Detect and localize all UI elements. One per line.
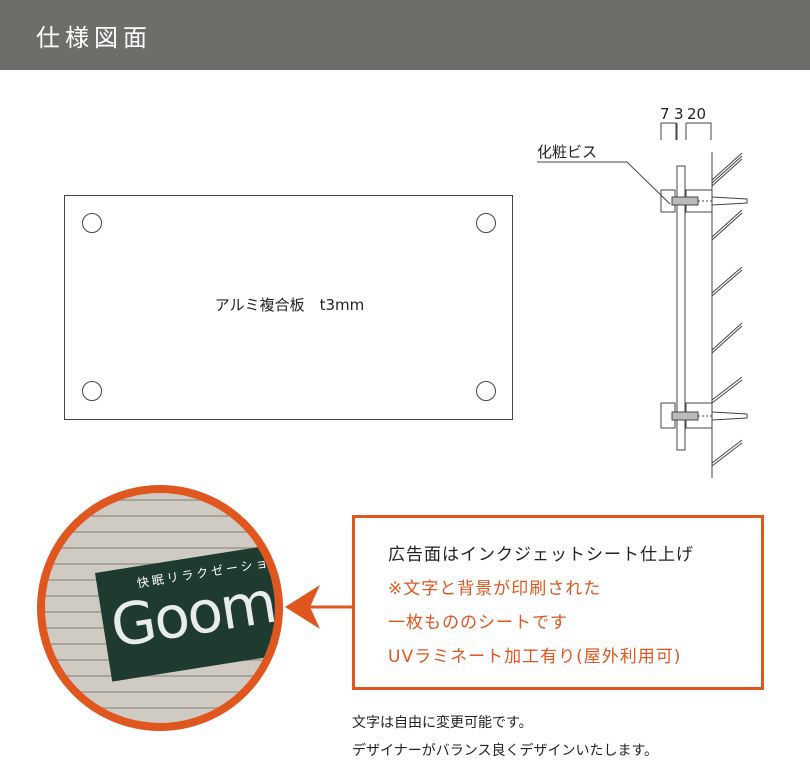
screw-hole: [82, 381, 102, 401]
note-line: 文字は自由に変更可能です。: [352, 715, 533, 731]
note-line: デザイナーがバランス良くデザインいたします。: [352, 743, 659, 759]
screw-hole: [476, 381, 496, 401]
page-title: 仕様図面: [36, 24, 152, 52]
callout-line: ※文字と背景が印刷された: [388, 579, 602, 599]
callout-line: 一枚もののシートです: [388, 613, 568, 633]
header-bar: 仕様図面: [0, 0, 810, 70]
dim-7: 7: [660, 105, 670, 123]
dim-3: 3: [674, 105, 684, 123]
side-view-diagram: 7 3 20 化粧ビス: [537, 105, 748, 478]
sign-panel: 快眠リラクゼーション Goomin: [95, 532, 275, 682]
screw-hole: [82, 213, 102, 233]
front-view-plate: アルミ複合板 t3mm: [64, 195, 513, 420]
material-label: アルミ複合板 t3mm: [214, 296, 365, 314]
callout-box: 広告面はインクジェットシート仕上げ ※文字と背景が印刷された 一枚もののシートで…: [352, 515, 764, 690]
callout-line: UVラミネート加工有り(屋外利用可): [388, 647, 682, 667]
dim-20: 20: [687, 105, 706, 123]
callout-line: 広告面はインクジェットシート仕上げ: [388, 545, 694, 565]
screw-label: 化粧ビス: [537, 143, 597, 161]
screw-hole: [476, 213, 496, 233]
arrow-icon: [285, 585, 352, 629]
sign-photo: 快眠リラクゼーション Goomin: [37, 485, 283, 731]
